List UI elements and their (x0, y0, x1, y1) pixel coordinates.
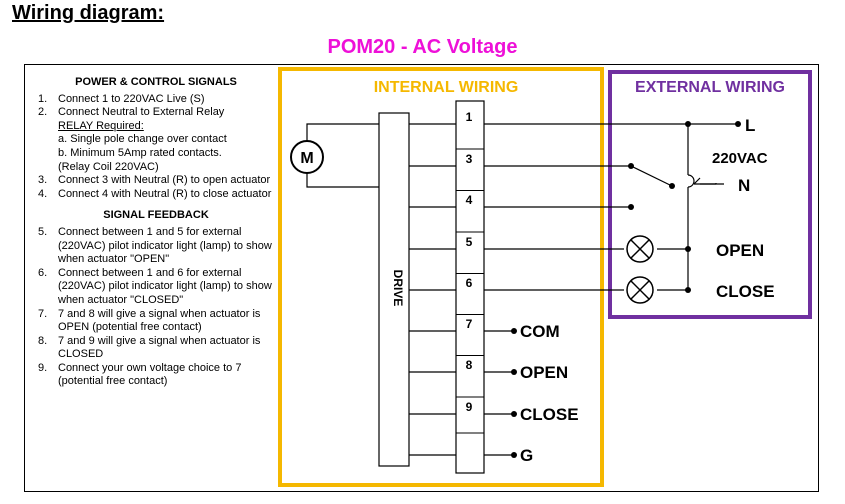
relay-required-label: RELAY Required: (58, 119, 144, 132)
terminal-number: 6 (466, 276, 473, 290)
instruction-item: 4. Connect 4 with Neutral (R) to close ac… (38, 188, 274, 202)
item-number: 1. (38, 92, 48, 105)
relay-requirement: b. Minimum 5Amp rated contacts. (58, 146, 222, 159)
drive-block (378, 112, 410, 467)
item-text: Connect your own voltage choice to 7 (po… (58, 361, 242, 388)
open-lamp-icon (626, 235, 654, 263)
motor-label: M (300, 150, 313, 167)
close-output-label: CLOSE (520, 405, 579, 424)
item-text: 7 and 8 will give a signal when actuator… (58, 307, 261, 334)
external-wiring-frame (608, 70, 812, 319)
page-heading: Wiring diagram: (12, 2, 165, 24)
diagram-title: POM20 - AC Voltage (327, 36, 518, 58)
instruction-item: 9. Connect your own voltage choice to 7 (… (38, 362, 274, 389)
terminal-number: 4 (466, 193, 473, 207)
junction-dot (685, 246, 691, 252)
relay-requirement: (Relay Coil 220VAC) (58, 160, 159, 173)
close-terminal-dot (511, 411, 517, 417)
instruction-item: 5. Connect between 1 and 5 for external (… (38, 226, 274, 267)
terminal-number: 8 (466, 358, 473, 372)
internal-wiring-label: INTERNAL WIRING (374, 79, 519, 96)
instruction-item: 6. Connect between 1 and 6 for external (… (38, 267, 274, 308)
voltage-label: 220VAC (712, 150, 768, 167)
external-wiring-label: EXTERNAL WIRING (635, 79, 785, 96)
item-text: Connect between 1 and 5 for external (22… (58, 225, 272, 266)
terminal-number: 7 (466, 317, 473, 331)
item-text: Connect 3 with Neutral (R) to open actua… (58, 174, 271, 187)
terminal-number: 1 (466, 110, 473, 124)
item-number: 9. (38, 361, 48, 374)
motor-wire (306, 173, 379, 188)
item-text: Connect Neutral to External Relay (58, 106, 225, 119)
motor-wire (306, 123, 379, 141)
signal-feedback-title: SIGNAL FEEDBACK (103, 209, 209, 222)
junction-dot (685, 121, 691, 127)
open-lamp-label: OPEN (716, 241, 764, 260)
instruction-item: 8. 7 and 9 will give a signal when actuat… (38, 335, 274, 362)
close-lamp-icon (626, 276, 654, 304)
relay-requirement: a. Single pole change over contact (58, 133, 227, 146)
ground-output-label: G (520, 446, 533, 465)
relay-contact-dot (628, 163, 634, 169)
item-number: 4. (38, 187, 48, 200)
internal-wiring-frame (278, 67, 604, 487)
instruction-item: 7. 7 and 8 will give a signal when actuat… (38, 308, 274, 335)
terminal-strip (455, 100, 485, 474)
item-number: 7. (38, 307, 48, 320)
item-number: 8. (38, 334, 48, 347)
item-number: 5. (38, 225, 48, 238)
terminal-number: 5 (466, 235, 473, 249)
item-number: 6. (38, 266, 48, 279)
neutral-label: N (738, 176, 750, 195)
diagram-frame (24, 64, 819, 492)
live-terminal-dot (735, 121, 741, 127)
com-terminal-dot (511, 328, 517, 334)
terminal-cells: 1 3 4 5 6 7 8 9 (456, 110, 484, 434)
signal-feedback-list: 5. Connect between 1 and 5 for external (… (38, 226, 274, 389)
ground-terminal-dot (511, 452, 517, 458)
open-terminal-dot (511, 369, 517, 375)
terminal-number: 3 (466, 152, 473, 166)
power-signals-list: 1. Connect 1 to 220VAC Live (S) 2. Connect… (38, 93, 274, 202)
item-number: 2. (38, 106, 48, 119)
item-text: Connect between 1 and 6 for external (22… (58, 266, 272, 306)
instruction-item: 3. Connect 3 with Neutral (R) to open act… (38, 174, 274, 188)
instructions-panel: POWER & CONTROL SIGNALS 1. Connect 1 to 2… (38, 76, 274, 389)
instruction-item: 1. Connect 1 to 220VAC Live (S) (38, 93, 274, 107)
item-text: Connect 1 to 220VAC Live (S) (58, 92, 205, 105)
close-lamp-label: CLOSE (716, 282, 775, 301)
item-text: Connect 4 with Neutral (R) to close actu… (58, 187, 272, 200)
com-output-label: COM (520, 322, 560, 341)
external-circuit (630, 124, 717, 291)
junction-dot (685, 287, 691, 293)
item-number: 3. (38, 174, 48, 187)
terminal-number: 9 (466, 400, 473, 414)
drive-terminal-wires (409, 123, 456, 456)
open-output-label: OPEN (520, 363, 568, 382)
item-text: 7 and 9 will give a signal when actuator… (58, 334, 261, 361)
terminal-external-wires (484, 123, 738, 456)
drive-label: DRIVE (391, 270, 405, 307)
relay-common-dot (669, 183, 675, 189)
live-label: L (745, 116, 755, 135)
instruction-item: 2. Connect Neutral to External Relay RELA… (38, 106, 274, 174)
relay-contact-dot (628, 204, 634, 210)
power-signals-title: POWER & CONTROL SIGNALS (75, 76, 237, 88)
